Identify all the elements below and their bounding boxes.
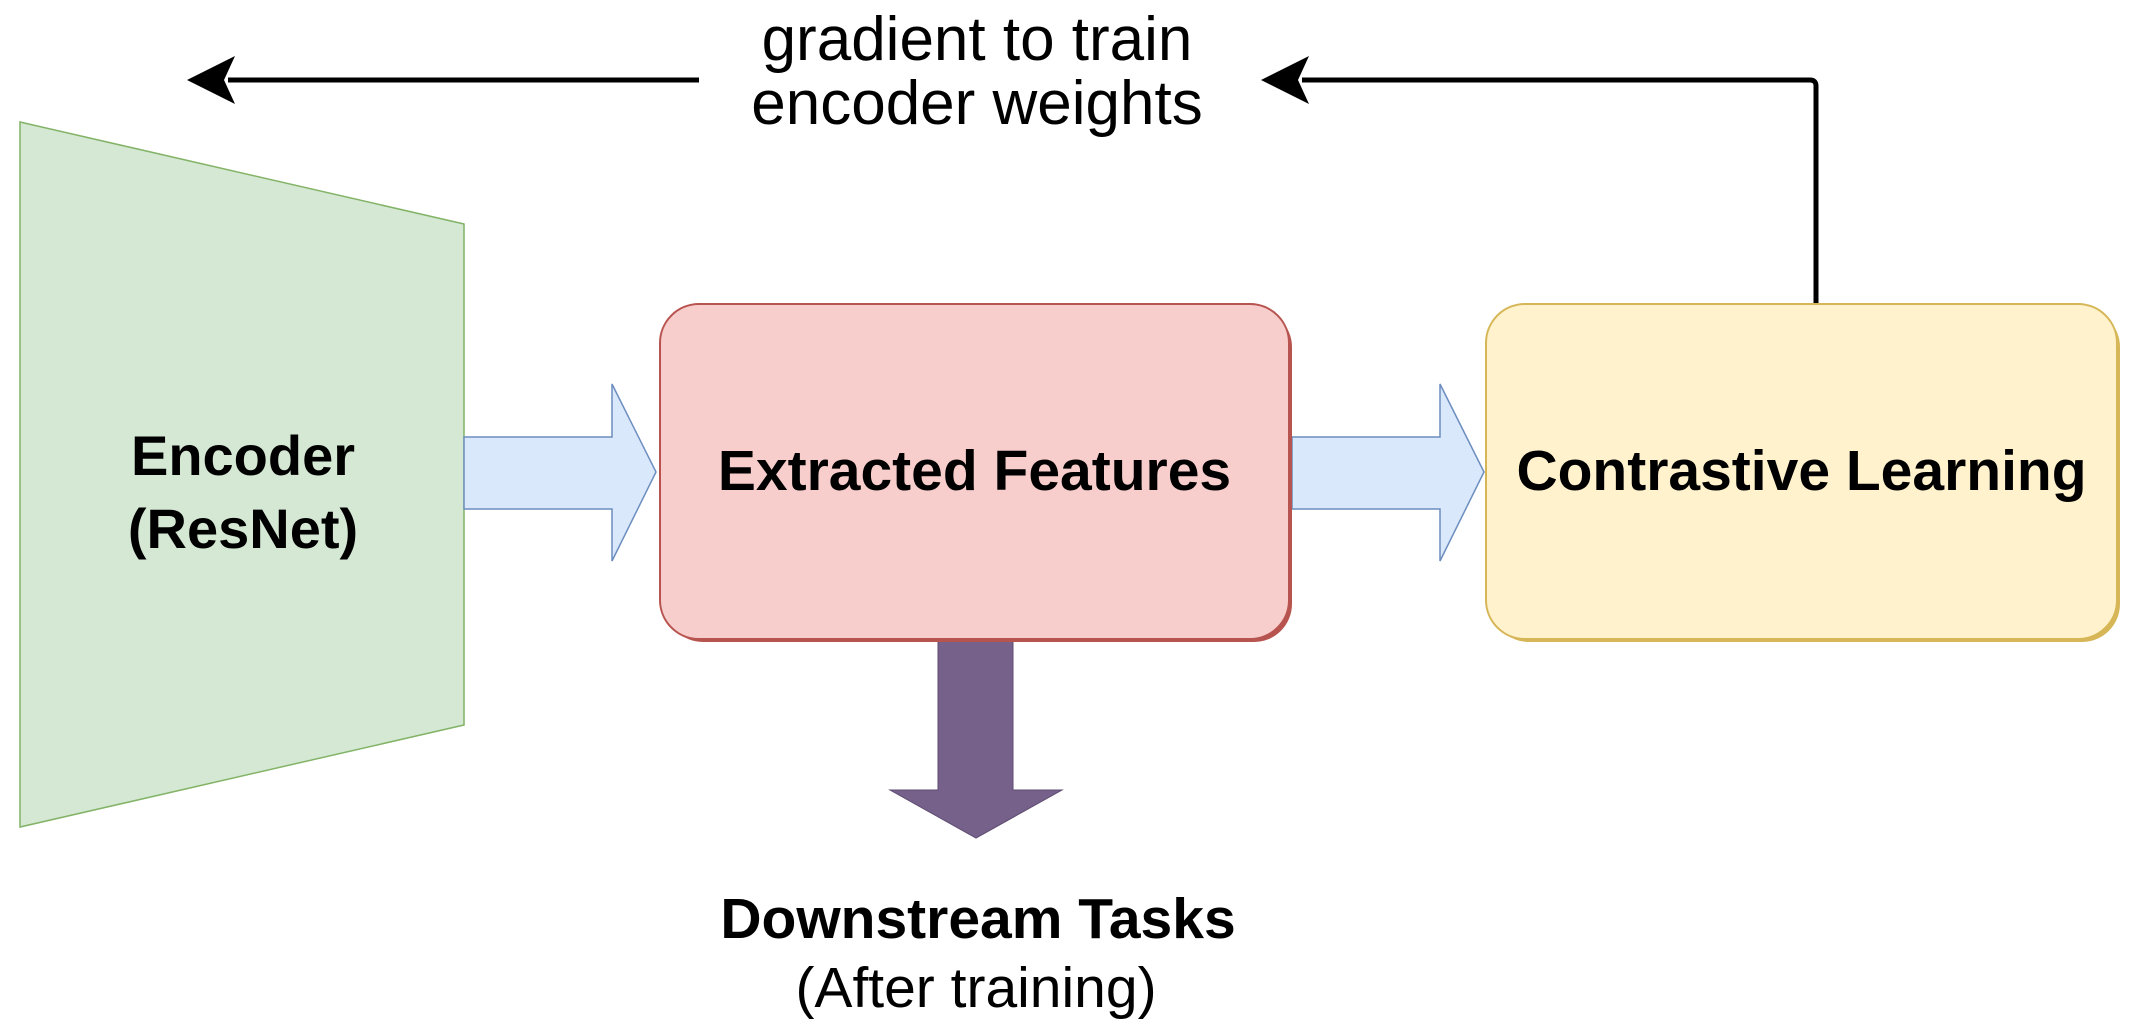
- flow-arrow-features-to-contrastive-icon: [1291, 383, 1485, 562]
- gradient-arrow-right-arrowhead-icon: [1261, 56, 1309, 104]
- contrastive-learning-label: Contrastive Learning: [1516, 438, 2087, 503]
- gradient-caption: gradient to train encoder weights: [751, 8, 1203, 136]
- encoder-label-line1: Encoder: [130, 424, 356, 487]
- encoder-label-line2: (ResNet): [127, 497, 359, 560]
- gradient-arrow-left-arrowhead-icon: [187, 56, 235, 104]
- extracted-features-label: Extracted Features: [717, 438, 1232, 503]
- gradient-arrow-right-elbow-line: [1302, 77, 1819, 303]
- encoder-trapezoid-shape: [19, 121, 465, 828]
- gradient-caption-line1: gradient to train: [761, 5, 1193, 74]
- after-training-label: (After training): [795, 956, 1157, 1020]
- gradient-caption-line2: encoder weights: [751, 69, 1203, 138]
- downstream-arrow-icon: [888, 640, 1064, 839]
- downstream-tasks-label: Downstream Tasks: [720, 887, 1236, 951]
- extracted-features-node: Extracted Features: [659, 303, 1290, 640]
- encoder-node-label: Encoder (ResNet): [128, 419, 358, 565]
- flow-arrow-encoder-to-features-icon: [463, 383, 657, 562]
- contrastive-learning-node: Contrastive Learning: [1485, 303, 2118, 640]
